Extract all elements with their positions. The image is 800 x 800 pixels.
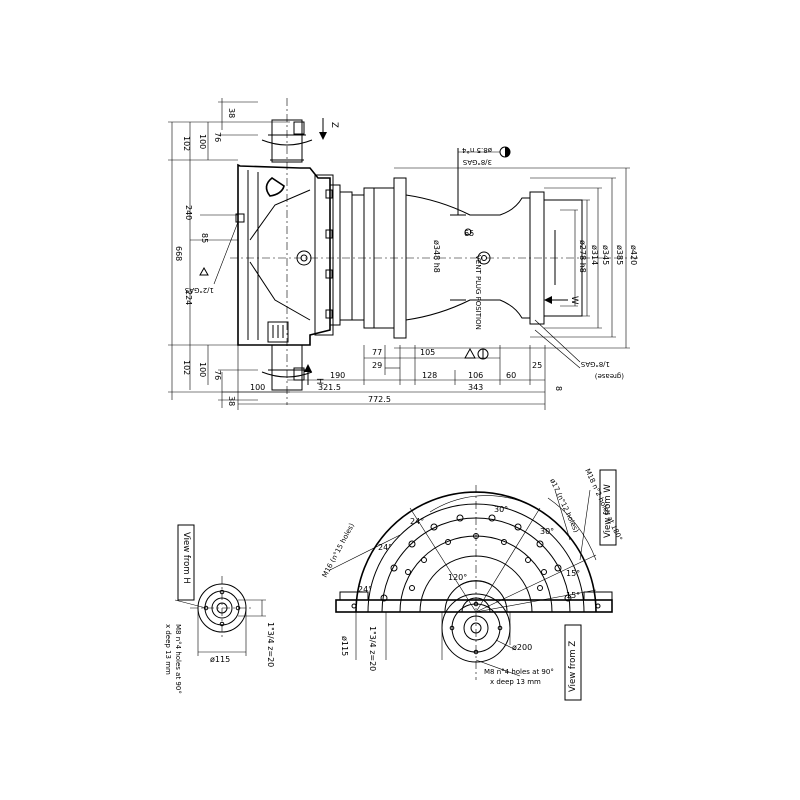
dim-left-0: 38 — [227, 108, 236, 118]
view-h-d115: ø115 — [210, 655, 230, 664]
view-w-title-box — [599, 469, 617, 546]
dim-bottom-128: 128 — [422, 371, 437, 380]
dim-bottom-25: 25 — [532, 361, 542, 370]
note-eighth-gas: 1/8"GAS — [580, 360, 610, 368]
arrow-w — [544, 296, 568, 304]
dim-left-9: 76 — [213, 370, 222, 380]
dim-bottom-321: 321.5 — [318, 383, 341, 392]
dim-left-1: 76 — [213, 132, 222, 142]
dim-bottom-106: 106 — [468, 371, 483, 380]
view-h-title: View from H — [181, 532, 191, 584]
angle-24-c: 24° — [358, 585, 372, 594]
triangle-symbol-mid — [464, 347, 476, 359]
dim-left-3: 102 — [182, 136, 191, 151]
dim-left-5: 85 — [200, 233, 209, 243]
output-assembly — [351, 148, 583, 339]
view-h-title-box — [177, 524, 195, 601]
dim-bottom-772: 772.5 — [368, 395, 391, 404]
dim-bottom-8: 8 — [554, 386, 563, 391]
triangle-symbol-left — [199, 266, 209, 276]
angle-15-b: 15° — [566, 591, 580, 600]
label-65: 65 — [464, 229, 474, 238]
label-d348: ø348 h8 — [432, 240, 441, 273]
right-dimension-lines — [394, 167, 630, 349]
dim-d420: ø420 — [629, 245, 638, 265]
side-view: 38 76 100 102 240 85 668 224 102 76 100 … — [168, 98, 640, 410]
view-w-m16: M16 (n°15 holes) — [321, 522, 357, 579]
note-grease: (grease) — [595, 372, 624, 380]
dim-bottom-29: 29 — [372, 361, 382, 370]
view-z-title: View from Z — [568, 641, 578, 692]
view-w-z: View from W View from Z — [329, 469, 617, 701]
dim-left-10: 100 — [198, 362, 207, 377]
dim-d385: ø385 — [615, 245, 624, 265]
view-h-spline: 1"3/4 z=20 — [266, 622, 275, 667]
angle-30-a: 30° — [494, 505, 508, 514]
dim-left-11: 38 — [227, 396, 236, 406]
dim-left-8: 102 — [182, 360, 191, 375]
view-z-spline: 1"3/4 z=20 — [368, 626, 377, 671]
dim-left-7: 224 — [184, 290, 193, 305]
angle-120: 120° — [448, 573, 467, 582]
bottom-shaft — [261, 344, 313, 391]
dim-left-6: 668 — [174, 246, 183, 261]
label-vent-plug: VENT PLUG POSITION — [474, 255, 482, 330]
dim-d314: ø314 — [590, 245, 599, 265]
dim-bottom-60: 60 — [506, 371, 516, 380]
bottom-dimension-lines — [222, 345, 546, 410]
dim-left-2: 100 — [198, 134, 207, 149]
dim-d345: ø345 — [601, 245, 610, 265]
arrow-h — [304, 364, 312, 385]
arrow-z-label: Z — [329, 122, 339, 128]
gearbox-housing — [235, 163, 353, 346]
note-port-top: 3/8"GAS — [462, 158, 492, 166]
angle-30-b: 30° — [540, 527, 554, 536]
view-h-holes-2: x deep 13 mm — [164, 624, 172, 675]
note-half-gas: 1/2"GAS — [184, 286, 214, 294]
angle-24-b: 24° — [378, 543, 392, 552]
dim-bottom-77: 77 — [372, 348, 382, 357]
angle-24-a: 24° — [410, 517, 424, 526]
view-z-holes-1: M8 n°4 holes at 90° — [484, 668, 554, 676]
leader-right-1 — [534, 319, 581, 363]
arrow-z — [319, 118, 327, 140]
leader-right-2 — [534, 329, 581, 369]
note-holes: ø8.5 n°4 — [461, 146, 492, 154]
view-z-title-box — [564, 624, 582, 701]
dim-d278: ø278 h8 — [578, 240, 587, 273]
arrow-w-label: W — [569, 296, 579, 305]
view-h: View from H — [174, 524, 266, 656]
angle-15-a: 15° — [566, 569, 580, 578]
dim-left-4: 240 — [184, 205, 193, 220]
view-w-title: View from W — [603, 484, 613, 538]
view-z-holes-2: x deep 13 mm — [490, 678, 541, 686]
dim-bottom-105: 105 — [420, 348, 435, 357]
view-z-d115: ø115 — [340, 636, 349, 656]
view-h-holes-1: M8 n°4 holes at 90° — [174, 624, 182, 694]
leader-half-gas — [213, 221, 239, 285]
arrow-h-label: H — [314, 378, 324, 384]
view-z-d200: ø200 — [512, 643, 532, 652]
port-symbol-top-fill — [505, 147, 510, 157]
dim-bottom-100: 100 — [250, 383, 265, 392]
dim-bottom-343: 343 — [468, 383, 483, 392]
view-w-holes-2: ø17 (n°12 holes) — [548, 477, 580, 534]
top-shaft — [261, 98, 313, 405]
dim-bottom-190: 190 — [330, 371, 345, 380]
